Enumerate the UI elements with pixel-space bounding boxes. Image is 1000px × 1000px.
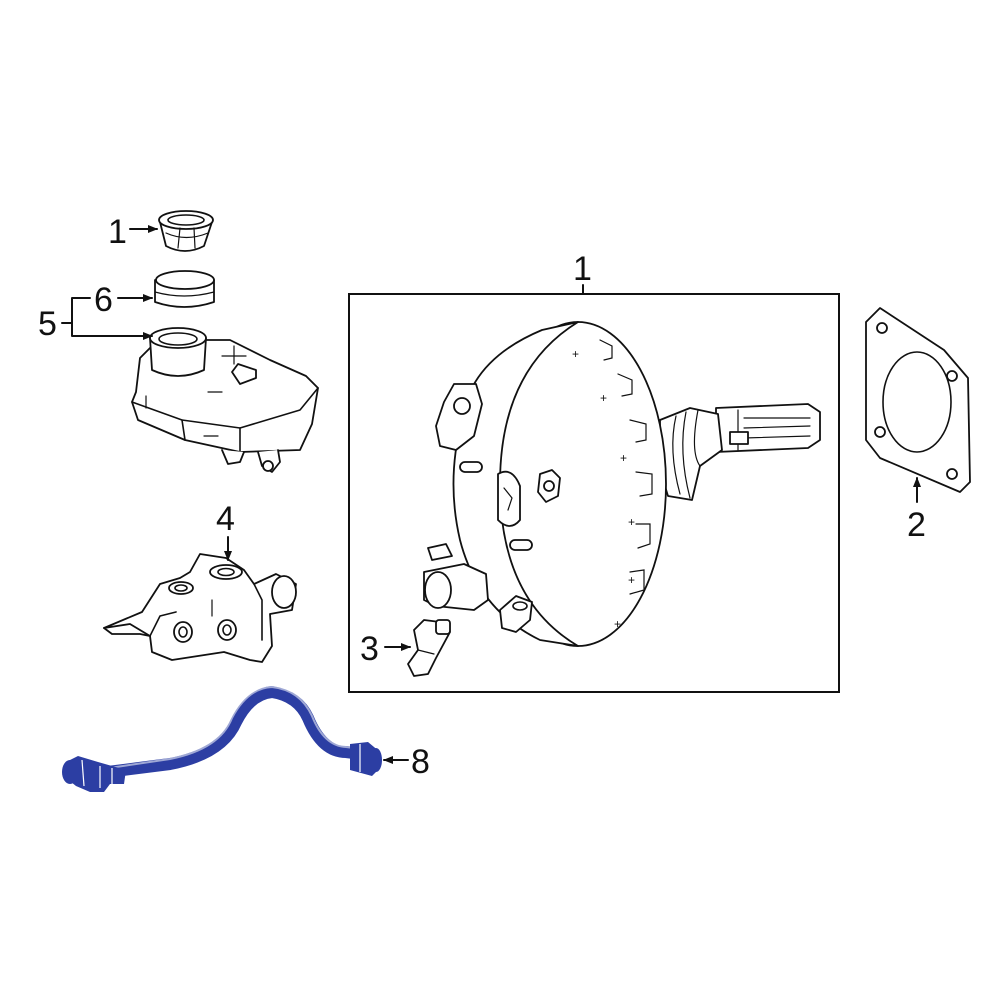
- part-8-vacuum-hose[interactable]: [62, 685, 382, 792]
- svg-text:6: 6: [94, 281, 113, 319]
- svg-text:8: 8: [411, 743, 430, 781]
- part-2-gasket[interactable]: [865, 307, 971, 493]
- svg-text:+: +: [628, 573, 635, 587]
- callout-6: 6: [94, 281, 153, 319]
- part-1-brake-booster[interactable]: + + + + + +: [423, 321, 821, 647]
- svg-text:+: +: [620, 451, 627, 465]
- svg-text:3: 3: [360, 630, 379, 668]
- callout-4: 4: [216, 500, 235, 561]
- part-7-strainer[interactable]: [158, 210, 214, 252]
- callout-2: 2: [907, 477, 926, 544]
- part-5-fluid-reservoir[interactable]: [131, 327, 319, 473]
- callout-8: 8: [383, 743, 430, 781]
- callout-5: 5: [38, 297, 153, 343]
- part-6-reservoir-cap[interactable]: [154, 270, 215, 308]
- svg-text:+: +: [600, 391, 607, 405]
- svg-text:+: +: [628, 515, 635, 529]
- part-3-sensor[interactable]: [407, 619, 451, 677]
- svg-text:5: 5: [38, 305, 57, 343]
- callout-1: 1: [573, 250, 592, 295]
- svg-text:1: 1: [573, 250, 592, 288]
- part-4-master-cylinder[interactable]: [103, 553, 297, 663]
- svg-text:+: +: [614, 617, 621, 631]
- svg-text:1: 1: [108, 213, 127, 251]
- svg-text:2: 2: [907, 506, 926, 544]
- svg-text:+: +: [572, 347, 579, 361]
- callout-3: 3: [360, 630, 411, 668]
- part-1-frame: [348, 293, 840, 693]
- callout-7: 1: [108, 213, 158, 251]
- svg-text:4: 4: [216, 500, 235, 538]
